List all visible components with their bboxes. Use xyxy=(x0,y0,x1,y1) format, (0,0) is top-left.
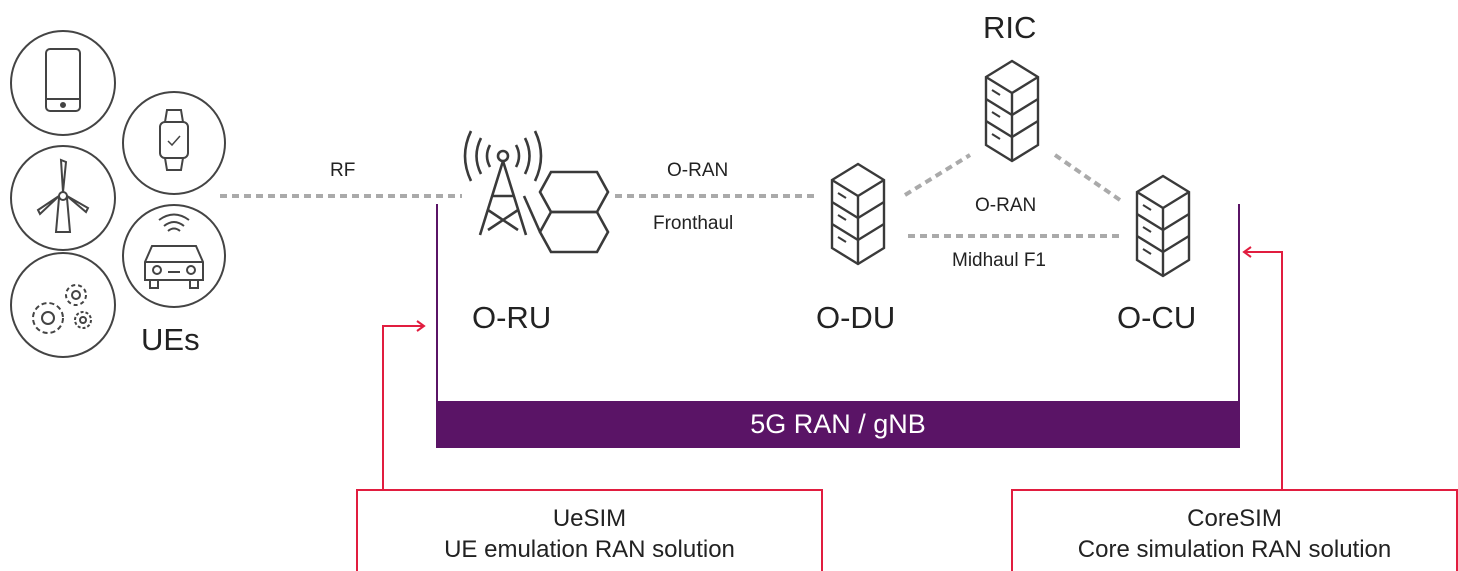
gears-icon xyxy=(10,252,116,358)
midhaul-label-line2: Midhaul F1 xyxy=(952,250,1046,271)
wind-turbine-icon xyxy=(10,145,116,251)
ocu-label: O-CU xyxy=(1117,300,1197,335)
rf-label: RF xyxy=(330,160,356,181)
gnb-band: 5G RAN / gNB xyxy=(436,401,1240,448)
coresim-subtitle: Core simulation RAN solution xyxy=(1077,536,1392,563)
coresim-title: CoreSIM xyxy=(1187,505,1282,532)
ues-label: UEs xyxy=(141,322,200,357)
ocu-server-icon xyxy=(1135,174,1191,278)
uesim-title: UeSIM xyxy=(552,505,627,532)
midhaul-label-line1: O-RAN xyxy=(975,195,1037,216)
fronthaul-label-line1: O-RAN xyxy=(667,160,729,181)
uesim-subtitle: UE emulation RAN solution xyxy=(444,536,735,563)
connected-car-icon xyxy=(122,204,226,308)
fronthaul-label-line2: Fronthaul xyxy=(653,213,734,234)
uesim-callout: UeSIM UE emulation RAN solution xyxy=(356,489,823,571)
gnb-bracket xyxy=(436,204,1240,402)
ric-links xyxy=(903,153,1122,202)
smartphone-icon xyxy=(10,30,116,136)
ric-server-icon xyxy=(984,59,1040,163)
oru-label: O-RU xyxy=(472,300,552,335)
odu-server-icon xyxy=(830,162,886,266)
radio-tower-icon xyxy=(463,130,610,254)
uesim-arrow xyxy=(382,320,426,489)
coresim-arrow xyxy=(1242,246,1283,489)
coresim-callout: CoreSIM Core simulation RAN solution xyxy=(1011,489,1458,571)
odu-label: O-DU xyxy=(816,300,896,335)
ric-label: RIC xyxy=(983,10,1037,45)
smartwatch-icon xyxy=(122,91,226,195)
